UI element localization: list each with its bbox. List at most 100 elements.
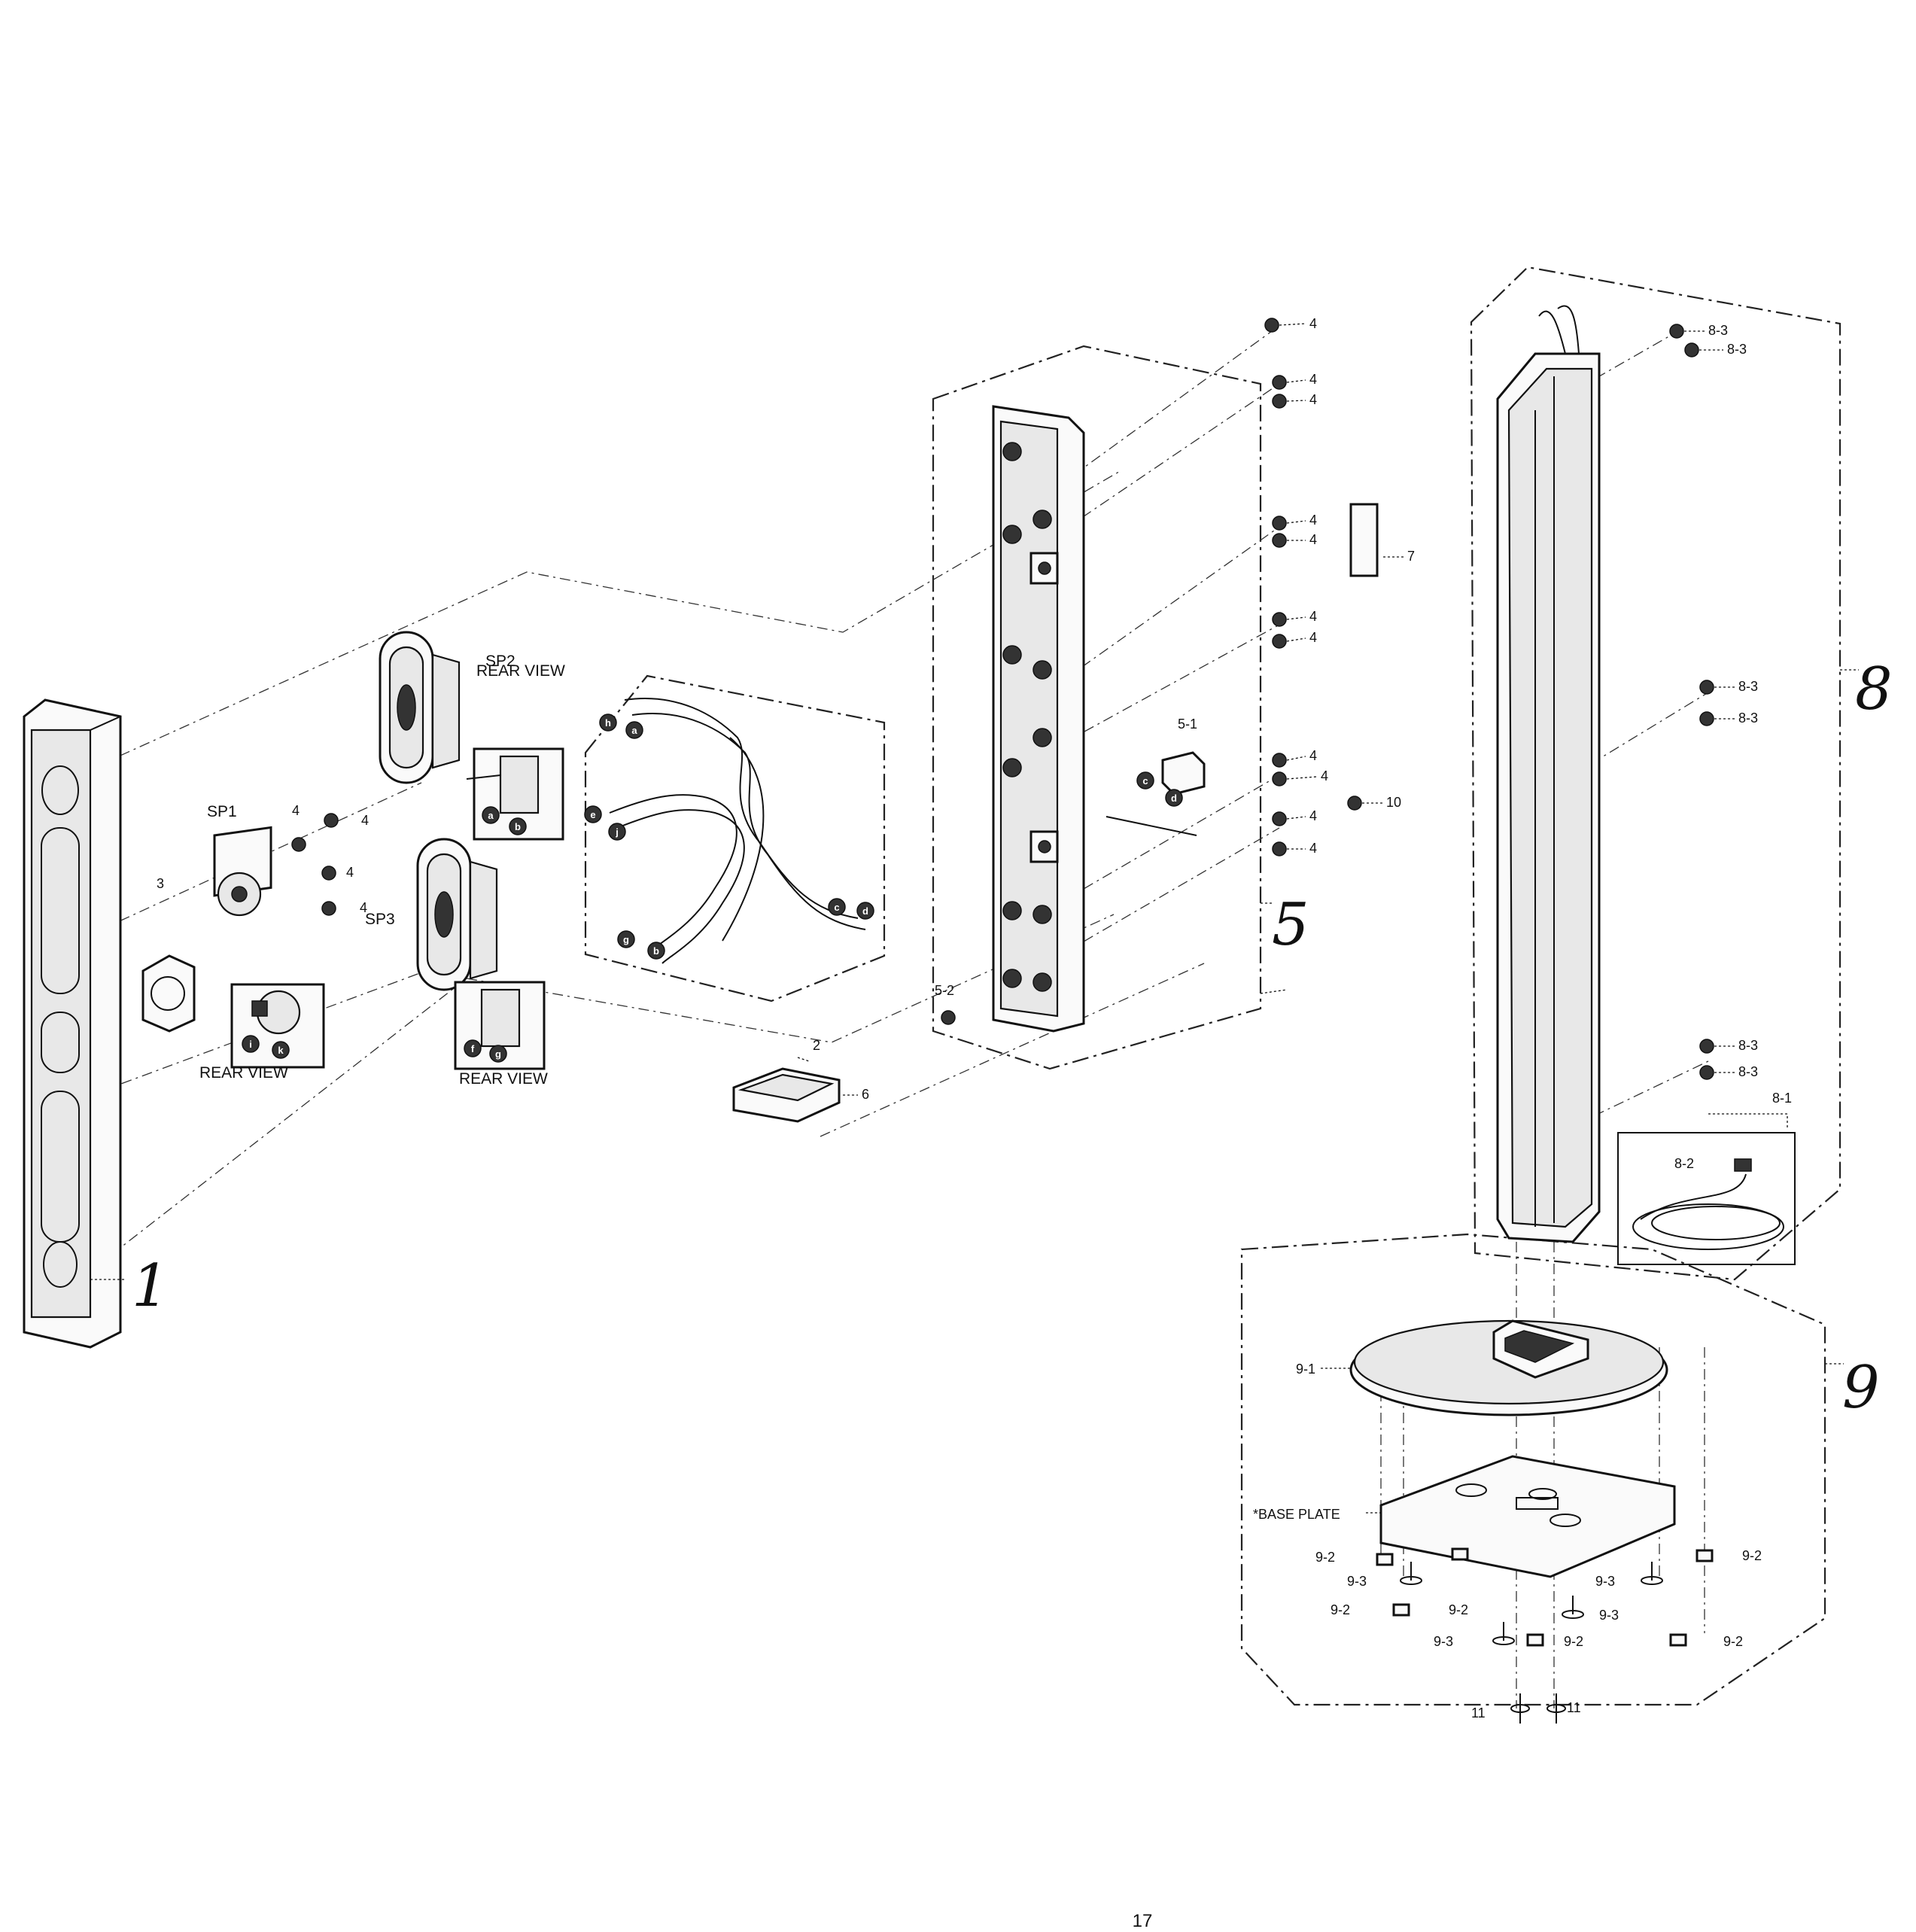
connector-badge-b-rear: b — [509, 817, 527, 835]
svg-text:g: g — [623, 934, 629, 945]
screw-icon — [1264, 318, 1279, 333]
foot-pad-icon — [1392, 1603, 1410, 1617]
svg-text:f: f — [471, 1043, 475, 1054]
callout-8-2: 8-2 — [1674, 1156, 1694, 1171]
group-label-1: 1 — [132, 1252, 169, 1320]
connector-badge-h: h — [599, 713, 617, 732]
screw-icon — [321, 901, 336, 916]
group-label-5: 5 — [1272, 891, 1309, 959]
group-8-boundary — [1470, 266, 1841, 1281]
connector-badge-f: f — [464, 1039, 482, 1057]
group-numbers: 1 5 8 9 — [132, 656, 1893, 1422]
callout-4: 4 — [346, 865, 354, 880]
guide-line — [1045, 827, 1280, 964]
screw-icon — [1272, 634, 1287, 649]
connector-badge-d-51: d — [1165, 789, 1183, 807]
callout-8-3: 8-3 — [1727, 342, 1747, 357]
svg-text:c: c — [834, 902, 839, 913]
connector-badge-j: j — [608, 823, 626, 841]
tower-screws — [1669, 324, 1714, 1080]
front-grille-column — [23, 698, 122, 1349]
svg-text:c: c — [1142, 775, 1148, 786]
callout-9-2: 9-2 — [1742, 1548, 1762, 1563]
callout-9-2: 9-2 — [1564, 1634, 1583, 1649]
callout-4: 4 — [1309, 392, 1317, 407]
callout-4: 4 — [1309, 609, 1317, 624]
screw-icon — [1347, 796, 1362, 811]
callout-6: 6 — [862, 1087, 869, 1102]
leader-lines — [90, 323, 1859, 1514]
guide-line — [1534, 692, 1709, 799]
speaker-sp2 — [379, 631, 461, 784]
callout-4: 4 — [1321, 768, 1328, 783]
connector-badge-i: i — [242, 1035, 260, 1053]
callout-4: 4 — [1309, 316, 1317, 331]
screw-icon — [1562, 1596, 1584, 1619]
screw-icon — [1684, 342, 1699, 357]
callout-5-2: 5-2 — [935, 983, 954, 998]
guide-line — [1045, 383, 1280, 543]
connector-badge-e: e — [584, 805, 602, 823]
power-cord-part-8-1 — [1617, 1132, 1796, 1265]
connector-badge-a: a — [625, 721, 643, 739]
guide-line — [1045, 624, 1280, 753]
callout-4: 4 — [1309, 841, 1317, 856]
group-5-boundary — [932, 345, 1262, 1070]
screw-icon — [1272, 811, 1287, 826]
callout-2: 2 — [813, 1038, 820, 1053]
callout-9-3: 9-3 — [1347, 1574, 1367, 1589]
svg-text:a: a — [631, 725, 637, 736]
foot-pad-icon — [1526, 1633, 1544, 1647]
svg-text:g: g — [495, 1048, 501, 1060]
screw-icon — [1272, 753, 1287, 768]
harness-boundary — [584, 674, 886, 1003]
callout-9-3: 9-3 — [1595, 1574, 1615, 1589]
callout-numbers: 4 4 4 4 4 4 4 4 4 4 4 4 4 4 4 3 2 5-1 5-… — [157, 316, 1792, 1721]
screw-icon — [1669, 324, 1684, 339]
label-base-plate: *BASE PLATE — [1253, 1507, 1340, 1522]
callout-8-3: 8-3 — [1738, 710, 1758, 726]
guide-line — [59, 955, 467, 1107]
tweeter-sp1 — [213, 826, 272, 917]
connector-markers: h a e j c d g b a b c d i k f g — [242, 713, 1183, 1063]
label-sp1: SP1 — [207, 803, 237, 820]
callout-10: 10 — [1386, 795, 1401, 810]
part-labels: SP2 REAR VIEW SP1 SP3 REAR VIEW REAR VIE… — [199, 653, 1340, 1522]
callout-4: 4 — [292, 803, 300, 818]
label-part-7 — [1349, 503, 1379, 577]
base-plate — [1379, 1455, 1676, 1578]
wire-harness-part-2 — [609, 698, 866, 964]
gasket-part-3 — [141, 954, 196, 1033]
speaker-sp3 — [416, 838, 498, 991]
callout-11: 11 — [1471, 1705, 1486, 1721]
callout-5-1: 5-1 — [1178, 717, 1197, 732]
connector-badge-c: c — [828, 898, 846, 916]
screw-set — [291, 318, 1362, 1025]
callout-4: 4 — [1309, 808, 1317, 823]
callout-9-1: 9-1 — [1296, 1362, 1315, 1377]
svg-text:b: b — [653, 945, 659, 957]
callout-9-2: 9-2 — [1315, 1550, 1335, 1565]
svg-text:j: j — [615, 826, 619, 838]
callout-9-3: 9-3 — [1599, 1608, 1619, 1623]
callout-4: 4 — [1309, 748, 1317, 763]
base-group-9 — [1349, 1319, 1668, 1416]
callout-9-2: 9-2 — [1449, 1602, 1468, 1617]
page-number: 17 — [1133, 1911, 1153, 1931]
terminal-part-5-1 — [1106, 751, 1206, 836]
screw-icon — [1492, 1622, 1515, 1645]
screw-icon — [1400, 1562, 1422, 1585]
connector-badge-d: d — [856, 902, 874, 920]
connector-badge-k: k — [272, 1041, 290, 1059]
guide-line — [59, 470, 1122, 783]
guide-line — [820, 963, 1205, 1137]
screw-icon — [1272, 516, 1287, 531]
screw-icon — [941, 1010, 956, 1025]
screw-icon — [321, 866, 336, 881]
svg-text:e: e — [590, 809, 595, 820]
connector-badge-b: b — [647, 942, 665, 960]
pad-part-6 — [732, 1067, 841, 1123]
guide-line — [1045, 526, 1280, 693]
connector-badge-g: g — [617, 930, 635, 948]
